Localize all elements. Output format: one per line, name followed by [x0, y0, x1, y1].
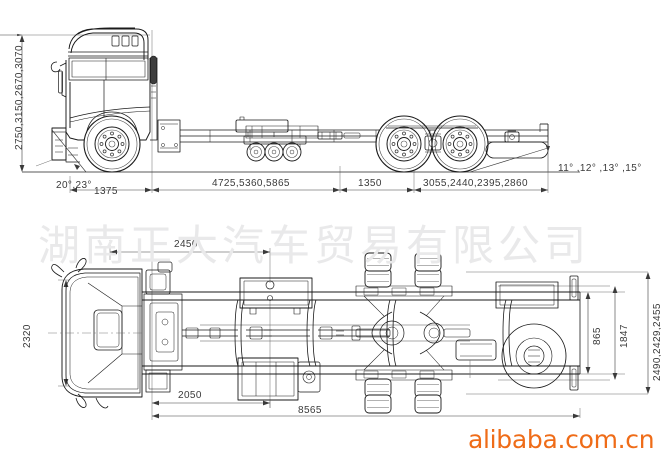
dim-wheelbase: 4725,5360,5865	[212, 178, 290, 189]
dim-departure-angle: 11° ,12° ,13° ,15°	[558, 163, 642, 174]
dim-cab-width: 2320	[22, 324, 33, 348]
side-view-group	[0, 27, 580, 193]
dim-rear-overhang: 3055,2440,2395,2860	[423, 178, 528, 189]
alibaba-watermark: alibaba.com.cn	[468, 425, 655, 454]
dim-front-overhang: 1375	[94, 186, 118, 197]
dim-overall-length: 8565	[298, 405, 322, 416]
top-view-group	[48, 240, 651, 420]
dim-approach-angle: 20°,23°	[56, 180, 92, 191]
dim-track-inner: 1847	[619, 324, 630, 348]
dim-tank-position: 2450	[174, 239, 198, 250]
dim-axle-spacing: 1350	[358, 178, 382, 189]
dim-frame-inner-width: 865	[592, 327, 603, 345]
dim-battery-position: 2050	[178, 390, 202, 401]
dim-overall-height: 2750,3150,2670,3070	[14, 45, 25, 150]
dim-overall-width: 2490,2429,2455	[652, 303, 661, 381]
